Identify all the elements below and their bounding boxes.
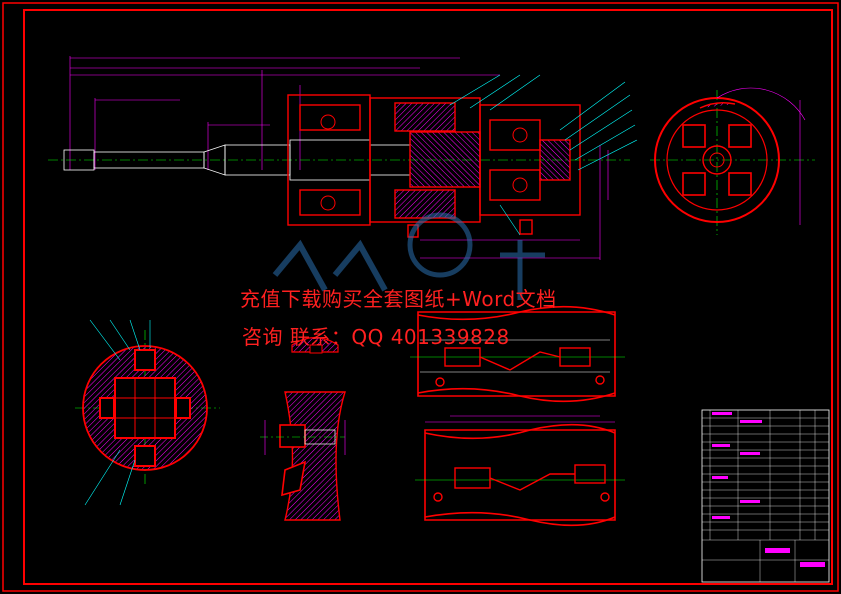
detail-view-small <box>291 336 339 354</box>
mechanism-view-lower <box>415 415 625 527</box>
watermark-text-contact: 咨询 联系：QQ 401339828 <box>242 325 510 349</box>
detail-view-wedge <box>260 391 346 521</box>
main-assembly-view <box>48 56 638 260</box>
watermark-text-purchase: 充值下载购买全套图纸+Word文档 <box>240 287 557 311</box>
side-view-wheel <box>650 87 815 235</box>
title-block <box>701 409 830 583</box>
mechanism-view-upper <box>410 305 625 403</box>
section-view-left <box>75 319 220 506</box>
logo-watermark-icon <box>272 212 545 300</box>
